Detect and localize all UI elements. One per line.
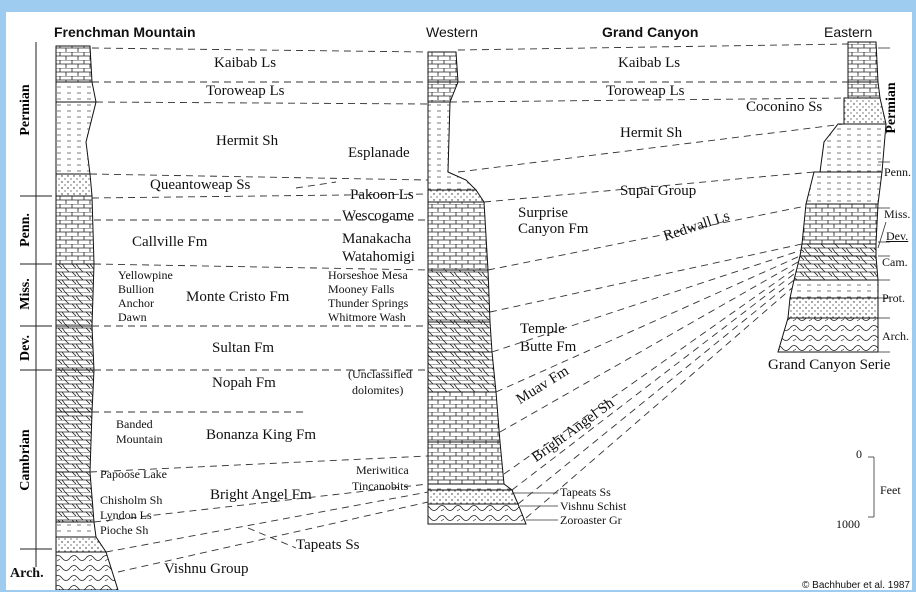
label-papoose: Papoose Lake: [100, 468, 167, 481]
period-prot-right: Prot.: [882, 292, 905, 305]
label-meriwitica: Meriwitica: [356, 464, 409, 477]
label-nopah: Nopah Fm: [212, 376, 276, 391]
label-banded: Banded: [116, 418, 153, 431]
label-hermit-right: Hermit Sh: [620, 126, 682, 141]
label-supai: Supai Group: [620, 184, 696, 199]
period-permian-left: Permian: [18, 50, 34, 170]
credit-text: © Bachhuber et al. 1987: [802, 580, 910, 591]
label-dawn: Dawn: [118, 311, 147, 324]
label-tapeats-right: Tapeats Ss: [560, 486, 611, 499]
label-vishnu-schist: Vishnu Schist: [560, 500, 626, 513]
label-queantoweap: Queantoweap Ss: [150, 178, 250, 193]
label-watahomigi: Watahomigi: [342, 250, 415, 265]
scale-zero: 0: [856, 448, 862, 461]
label-pioche: Pioche Sh: [100, 524, 148, 537]
label-toroweap-right: Toroweap Ls: [606, 84, 685, 99]
label-esplanade: Esplanade: [348, 146, 410, 161]
label-temple: Temple: [520, 322, 565, 337]
period-arch-left: Arch.: [10, 566, 44, 581]
period-dev-right: Dev.: [886, 230, 908, 243]
correlation-lines-right: [450, 44, 848, 518]
label-thunder: Thunder Springs: [328, 297, 408, 310]
label-bullion: Bullion: [118, 283, 154, 296]
eastern-column: [778, 42, 886, 352]
label-dolomites: dolomites): [352, 384, 403, 397]
scale-thousand: 1000: [836, 518, 860, 531]
label-whitmore: Whitmore Wash: [328, 311, 406, 324]
label-hermit-left: Hermit Sh: [216, 134, 278, 149]
header-eastern: Eastern: [824, 25, 872, 40]
period-miss-right: Miss.: [884, 208, 910, 221]
label-butte: Butte Fm: [520, 340, 576, 355]
label-mooney: Mooney Falls: [328, 283, 394, 296]
period-penn-right: Penn.: [884, 166, 911, 179]
western-column: [428, 52, 526, 524]
label-yellowpine: Yellowpine: [118, 269, 173, 282]
period-dev-left: Dev.: [18, 288, 34, 408]
header-western: Western: [426, 25, 478, 40]
label-bonanza: Bonanza King Fm: [206, 428, 316, 443]
label-lyndon: Lyndon Ls: [100, 509, 152, 522]
header-grand-canyon: Grand Canyon: [602, 25, 698, 40]
label-tincanobits: Tincanobits: [352, 480, 408, 493]
label-bright-angel-left: Bright Angel Fm: [210, 488, 312, 503]
label-horseshoe: Horseshoe Mesa: [328, 269, 408, 282]
label-toroweap-left: Toroweap Ls: [206, 84, 285, 99]
label-callville: Callville Fm: [132, 235, 207, 250]
label-anchor: Anchor: [118, 297, 154, 310]
label-kaibab-left: Kaibab Ls: [214, 56, 276, 71]
label-vishnu: Vishnu Group: [164, 562, 249, 577]
label-wescogame: Wescogame: [342, 209, 414, 224]
label-unclassified: (Unclassified: [348, 368, 412, 381]
label-sultan: Sultan Fm: [212, 341, 274, 356]
period-cambrian-left: Cambrian: [18, 400, 34, 520]
header-frenchman: Frenchman Mountain: [54, 25, 196, 40]
period-cam-right: Cam.: [882, 256, 908, 269]
label-surprise: Surprise: [518, 206, 568, 221]
label-grand-canyon-serie: Grand Canyon Serie: [768, 358, 890, 373]
correlation-diagram: Frenchman Mountain Western Grand Canyon …: [6, 12, 912, 590]
label-kaibab-right: Kaibab Ls: [618, 56, 680, 71]
label-monte-cristo: Monte Cristo Fm: [186, 290, 289, 305]
label-tapeats-left: Tapeats Ss: [296, 538, 360, 553]
label-canyon-fm: Canyon Fm: [518, 222, 588, 237]
label-chisholm: Chisholm Sh: [100, 494, 162, 507]
label-zoroaster: Zoroaster Gr: [560, 514, 622, 527]
label-coconino: Coconino Ss: [746, 100, 822, 115]
period-permian-right: Permian: [884, 48, 900, 168]
label-mountain: Mountain: [116, 433, 163, 446]
period-arch-right: Arch.: [882, 330, 909, 343]
label-pakoon: Pakoon Ls: [350, 188, 414, 203]
label-manakacha: Manakacha: [342, 232, 411, 247]
scale-unit: Feet: [880, 484, 901, 497]
